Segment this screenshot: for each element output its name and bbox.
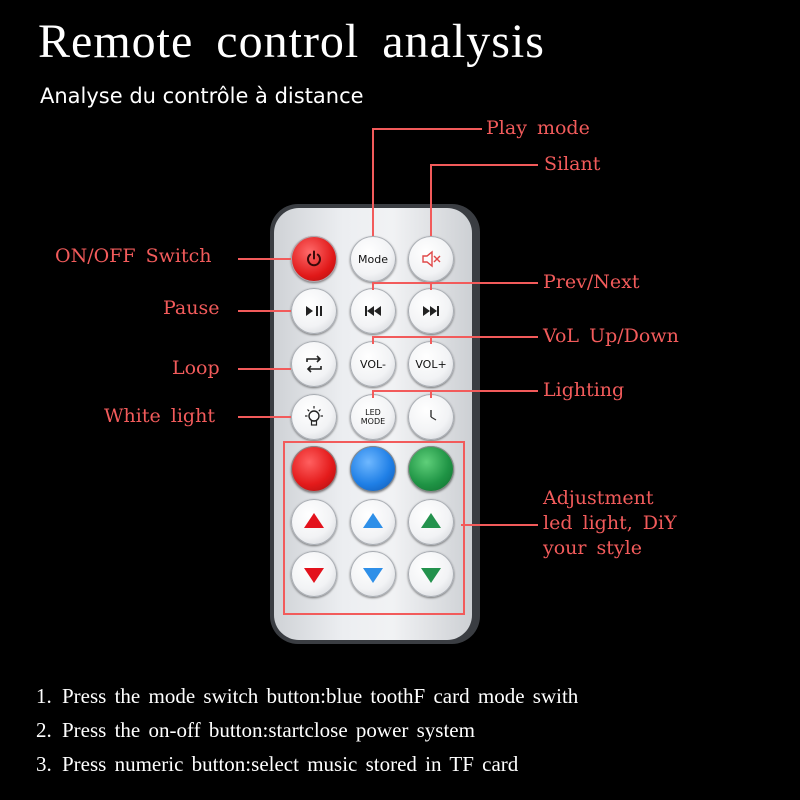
label-play-mode: Play mode — [486, 117, 590, 139]
callout-line — [461, 524, 538, 526]
callout-line — [372, 390, 538, 392]
label-adjustment-line2: led light, DiY — [543, 512, 677, 534]
instruction-item: 3. Press numeric button:select music stor… — [36, 752, 578, 786]
red-color-button[interactable] — [291, 446, 337, 492]
arrow-up-red-icon — [304, 513, 324, 528]
label-volume: VoL Up/Down — [543, 325, 679, 347]
color-adjustment-box — [283, 441, 465, 615]
instruction-number: 2. — [36, 718, 52, 742]
next-button[interactable] — [408, 288, 454, 334]
arrow-down-blue-icon — [363, 568, 383, 583]
callout-line — [372, 390, 374, 398]
callout-line — [430, 390, 432, 398]
loop-icon — [306, 355, 322, 373]
green-down-button[interactable] — [408, 551, 454, 597]
callout-line — [238, 310, 291, 312]
next-track-icon — [423, 306, 439, 316]
power-button[interactable] — [291, 236, 337, 282]
callout-line — [430, 164, 432, 236]
volume-down-button[interactable]: VOL- — [350, 341, 396, 387]
power-icon — [307, 250, 321, 267]
timer-button[interactable] — [408, 394, 454, 440]
white-light-button[interactable] — [291, 394, 337, 440]
callout-line — [372, 128, 374, 236]
label-lighting: Lighting — [543, 379, 625, 401]
callout-line — [372, 282, 374, 290]
arrow-down-red-icon — [304, 568, 324, 583]
previous-button[interactable] — [350, 288, 396, 334]
arrow-up-blue-icon — [363, 513, 383, 528]
label-prev-next: Prev/Next — [543, 271, 640, 293]
instruction-item: 1. Press the mode switch button:blue toot… — [36, 684, 578, 718]
volume-up-button[interactable]: VOL+ — [408, 341, 454, 387]
mode-button-label: Mode — [358, 252, 388, 266]
callout-line — [372, 336, 538, 338]
speaker-mute-icon — [422, 250, 441, 268]
led-mode-label: LED MODE — [360, 408, 386, 426]
callout-line — [430, 282, 432, 290]
play-pause-button[interactable] — [291, 288, 337, 334]
arrow-up-green-icon — [421, 513, 441, 528]
loop-button[interactable] — [291, 341, 337, 387]
instruction-list: 1. Press the mode switch button:blue toot… — [36, 684, 578, 786]
green-up-button[interactable] — [408, 499, 454, 545]
timer-icon — [430, 410, 437, 421]
callout-line — [430, 336, 432, 344]
label-adjustment-line3: your style — [543, 537, 642, 559]
label-adjustment: Adjustment led light, DiY your style — [543, 486, 677, 561]
callout-line — [372, 282, 538, 284]
green-color-button[interactable] — [408, 446, 454, 492]
page-subtitle: Analyse du contrôle à distance — [40, 84, 364, 108]
volume-up-label: VOL+ — [415, 357, 447, 371]
mode-button[interactable]: Mode — [350, 236, 396, 282]
label-white-light: White light — [104, 405, 215, 427]
volume-down-label: VOL- — [360, 357, 386, 371]
instruction-number: 3. — [36, 752, 52, 776]
blue-down-button[interactable] — [350, 551, 396, 597]
blue-up-button[interactable] — [350, 499, 396, 545]
callout-line — [238, 416, 291, 418]
instruction-text: Press numeric button:select music stored… — [62, 752, 519, 776]
callout-line — [430, 164, 538, 166]
play-pause-icon — [306, 306, 322, 316]
callout-line — [372, 336, 374, 344]
mute-button[interactable] — [408, 236, 454, 282]
callout-line — [238, 368, 291, 370]
light-bulb-icon — [305, 406, 323, 426]
label-loop: Loop — [172, 357, 220, 379]
page-title: Remote control analysis — [38, 15, 545, 68]
label-on-off: ON/OFF Switch — [55, 245, 212, 267]
instruction-text: Press the on-off button:startclose power… — [62, 718, 475, 742]
instruction-number: 1. — [36, 684, 52, 708]
previous-track-icon — [365, 306, 381, 316]
label-silent: Silant — [544, 153, 601, 175]
instruction-text: Press the mode switch button:blue toothF… — [62, 684, 579, 708]
callout-line — [372, 128, 482, 130]
label-adjustment-line1: Adjustment — [543, 487, 654, 509]
red-up-button[interactable] — [291, 499, 337, 545]
blue-color-button[interactable] — [350, 446, 396, 492]
led-mode-button[interactable]: LED MODE — [350, 394, 396, 440]
label-pause: Pause — [163, 297, 220, 319]
instruction-item: 2. Press the on-off button:startclose pow… — [36, 718, 578, 752]
red-down-button[interactable] — [291, 551, 337, 597]
arrow-down-green-icon — [421, 568, 441, 583]
callout-line — [238, 258, 291, 260]
